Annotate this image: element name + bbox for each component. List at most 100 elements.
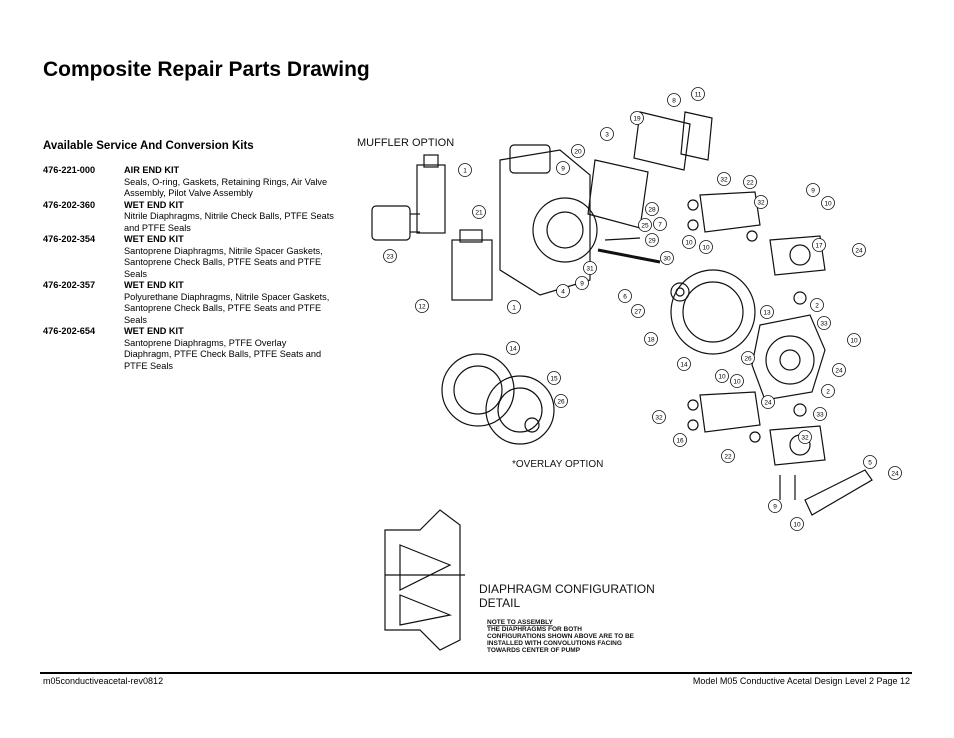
callout-bubble: [852, 243, 866, 257]
kit-description: Santoprene Diaphragms, Nitrile Spacer Ga…: [124, 245, 323, 279]
footer-page-info: Model M05 Conductive Acetal Design Level…: [692, 676, 910, 686]
callout-number: 5: [868, 460, 872, 467]
callout-bubble: [730, 374, 744, 388]
callout-bubble: [812, 238, 826, 252]
callout-bubble: [813, 407, 827, 421]
note-line: THE DIAPHRAGMS FOR BOTH: [487, 626, 582, 633]
diaphragm-detail-section: [384, 509, 461, 651]
callout-number: 2: [826, 389, 830, 396]
callout-bubble: [645, 202, 659, 216]
callout-bubble: [660, 251, 674, 265]
callout-number: 13: [763, 310, 771, 317]
callout-number: 2: [815, 303, 819, 310]
callout-number: 17: [815, 243, 823, 250]
diaphragm-part: [670, 269, 756, 355]
muffler-part: [371, 205, 411, 241]
callout-number: 24: [835, 368, 843, 375]
callout-bubble: [667, 93, 681, 107]
callout-number: 7: [658, 222, 662, 229]
callout-number: 14: [509, 346, 517, 353]
callout-bubble: [821, 196, 835, 210]
callout-bubble: [556, 161, 570, 175]
callout-number: 1: [463, 168, 467, 175]
callout-bubble: [554, 394, 568, 408]
callout-number: 33: [820, 321, 828, 328]
kit-part-number: 476-202-354: [43, 234, 96, 244]
callout-number: 24: [891, 471, 899, 478]
callout-number: 1: [512, 305, 516, 312]
callout-bubble: [677, 357, 691, 371]
detail-title-line1: DIAPHRAGM CONFIGURATION: [479, 582, 655, 596]
page-title: Composite Repair Parts Drawing: [43, 58, 370, 81]
callout-bubble: [821, 384, 835, 398]
callout-number: 31: [586, 266, 594, 273]
callout-number: 9: [773, 504, 777, 511]
callout-bubble: [741, 351, 755, 365]
callout-bubble: [760, 305, 774, 319]
callout-bubble: [645, 233, 659, 247]
callout-bubble: [638, 218, 652, 232]
callout-number: 9: [580, 281, 584, 288]
callout-number: 14: [680, 362, 688, 369]
callout-bubble: [506, 341, 520, 355]
callout-number: 9: [811, 188, 815, 195]
overlay-diaphragm-part: [441, 353, 515, 427]
callout-bubble: [682, 235, 696, 249]
overlay-option-label: *OVERLAY OPTION: [512, 459, 603, 470]
callout-bubble: [600, 127, 614, 141]
note-line: TOWARDS CENTER OF PUMP: [487, 647, 581, 654]
kit-part-number: 476-221-000: [43, 165, 96, 175]
callout-number: 16: [676, 438, 684, 445]
kit-part-number: 476-202-360: [43, 199, 96, 210]
callout-number: 10: [685, 240, 693, 247]
callout-bubble: [847, 333, 861, 347]
kit-name: WET END KIT: [124, 234, 184, 244]
exploded-parts-drawing: MUFFLER OPTION *OVERLAY OPTION DIAPHRAGM…: [357, 87, 902, 654]
callout-number: 28: [648, 207, 656, 214]
callout-number: 26: [557, 399, 565, 406]
callout-bubble: [798, 430, 812, 444]
callout-number: 32: [655, 415, 663, 422]
callout-bubble: [583, 261, 597, 275]
callout-bubble: [761, 395, 775, 409]
kit-name: WET END KIT: [124, 280, 184, 290]
callout-number: 6: [623, 294, 627, 301]
callout-bubble: [652, 410, 666, 424]
callout-bubble: [618, 289, 632, 303]
callout-bubble: [691, 87, 705, 101]
callout-bubble: [699, 240, 713, 254]
callout-bubble: [743, 175, 757, 189]
callout-number: 10: [793, 522, 801, 529]
kit-description: Polyurethane Diaphragms, Nitrile Spacer …: [124, 291, 330, 325]
callout-number: 9: [561, 166, 565, 173]
callout-bubble: [768, 499, 782, 513]
kit-name: WET END KIT: [124, 199, 184, 210]
callout-bubble: [415, 299, 429, 313]
note-line: INSTALLED WITH CONVOLUTIONS FACING: [487, 640, 622, 647]
callout-bubble: [575, 276, 589, 290]
callout-number: 32: [801, 435, 809, 442]
callout-bubble: [754, 195, 768, 209]
callout-bubble: [717, 172, 731, 186]
callout-number: 12: [418, 304, 426, 311]
callout-bubble: [673, 433, 687, 447]
callout-number: 24: [764, 400, 772, 407]
callout-bubble: [458, 163, 472, 177]
manifold-part: [699, 191, 761, 233]
kit-part-number: 476-202-654: [43, 326, 96, 336]
note-line: CONFIGURATIONS SHOWN ABOVE ARE TO BE: [487, 633, 635, 640]
callout-number: 32: [720, 177, 728, 184]
callout-bubble: [630, 111, 644, 125]
callout-number: 33: [816, 412, 824, 419]
callout-bubble: [644, 332, 658, 346]
callout-bubble: [383, 249, 397, 263]
callout-number: 10: [850, 338, 858, 345]
callout-bubble: [863, 455, 877, 469]
callout-number: 30: [663, 256, 671, 263]
